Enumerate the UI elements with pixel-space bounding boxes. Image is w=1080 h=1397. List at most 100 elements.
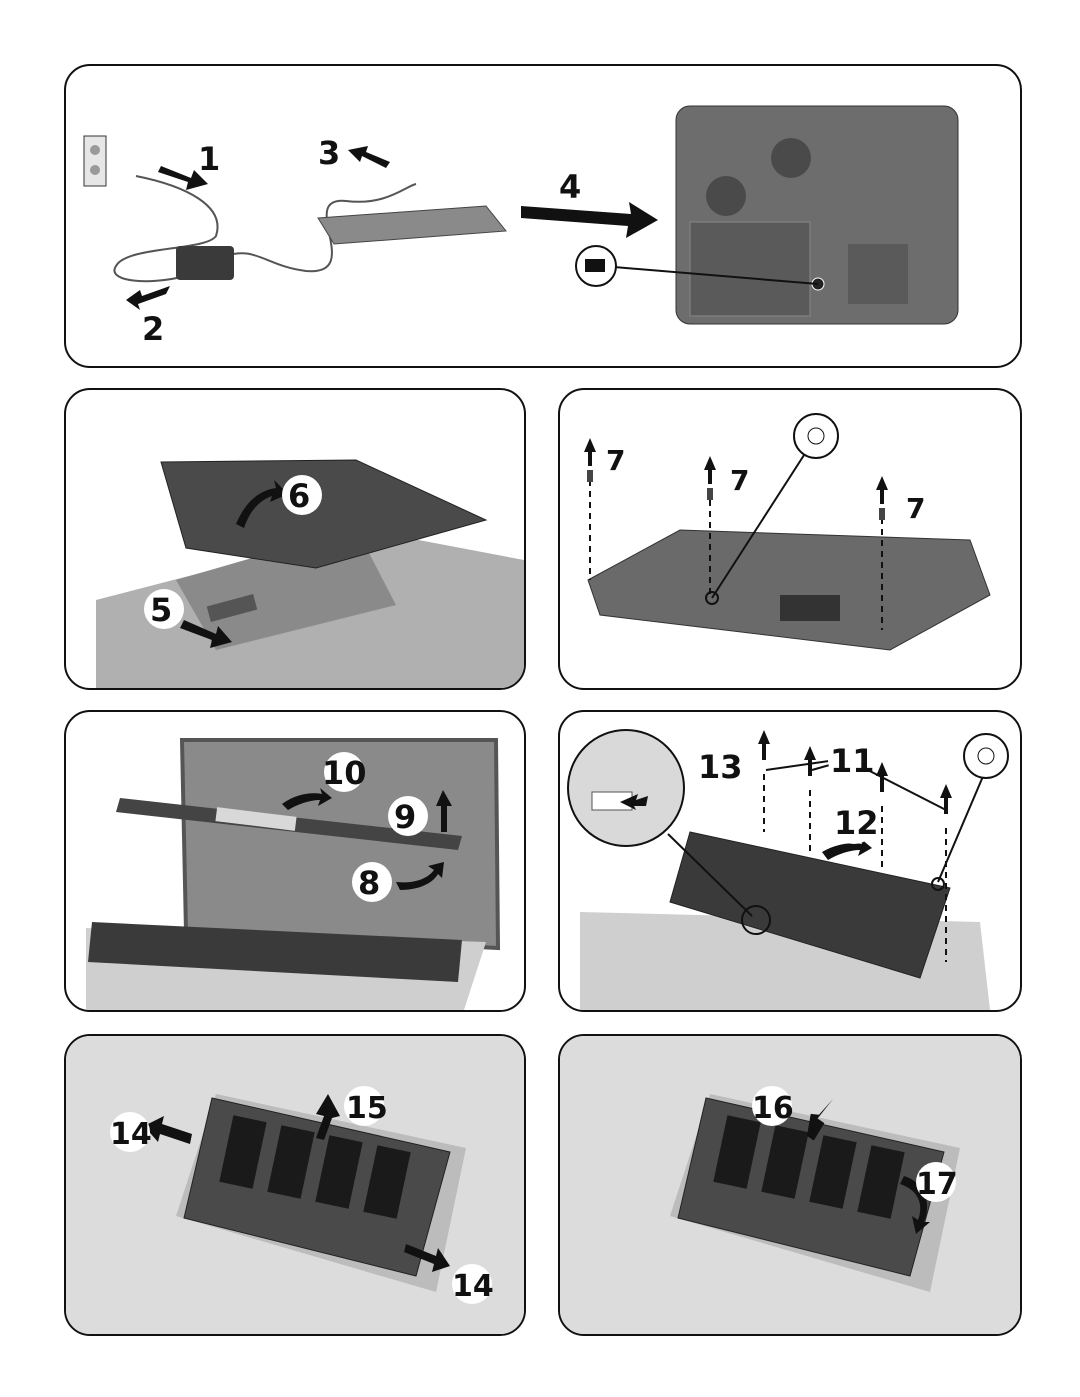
memory-chip <box>315 1135 363 1209</box>
memory-chip <box>809 1135 857 1209</box>
arrow-icon <box>180 620 232 648</box>
vent-grille <box>780 595 840 621</box>
step-label: 10 <box>322 754 367 792</box>
arrow-up-icon <box>876 476 888 504</box>
step-badge <box>452 1264 492 1304</box>
memory-chip <box>363 1145 411 1219</box>
step-badge <box>344 1086 384 1126</box>
keyboard <box>88 922 462 982</box>
panel-remove-battery: 5 6 <box>64 388 526 690</box>
phillips-head-icon <box>807 427 825 445</box>
panel-power-and-battery: 1 2 3 4 <box>64 64 1022 368</box>
step-label: 2 <box>142 310 164 348</box>
step-badge <box>110 1112 150 1152</box>
battery-labels: 5 6 <box>150 477 310 629</box>
memory-chip <box>857 1145 905 1219</box>
panel-power-labels: 1 2 3 4 <box>142 134 581 348</box>
outlet-socket-icon <box>90 145 100 155</box>
step-label: 15 <box>346 1091 388 1126</box>
step-label: 13 <box>698 748 743 786</box>
callout-line <box>667 833 753 917</box>
memory-chip <box>219 1115 267 1189</box>
keyboard-illustration <box>567 729 1009 1010</box>
arrow-up-icon <box>316 1094 340 1140</box>
panel-remove-keyboard: 11 12 13 <box>558 710 1022 1012</box>
connector-location-marker <box>741 905 771 935</box>
arrow-icon <box>158 166 208 190</box>
step-badge <box>324 752 364 792</box>
arrow-icon <box>620 794 648 810</box>
screw-location-marker <box>931 877 945 891</box>
panel-remove-switch-cover: 8 9 10 <box>64 710 526 1012</box>
step-label: 3 <box>318 134 340 172</box>
switch-cover-labels: 8 9 10 <box>322 754 416 902</box>
arrow-up-icon <box>940 784 952 814</box>
step-label: 5 <box>150 591 172 629</box>
step-badge <box>694 746 744 786</box>
memory-remove-illustration <box>66 1036 524 1334</box>
memory-cover <box>848 244 908 304</box>
arrow-icon <box>126 286 170 310</box>
step-badge <box>828 738 872 782</box>
callout-line <box>613 266 819 285</box>
connector-detail-view <box>567 729 685 847</box>
memory-remove-labels: 14 15 14 <box>110 1091 494 1304</box>
memory-chip <box>713 1115 761 1189</box>
step-label: 7 <box>606 444 625 477</box>
battery-pack <box>160 459 488 569</box>
step-label: 11 <box>830 742 875 780</box>
phillips-head-icon <box>977 747 995 765</box>
arrow-icon <box>348 146 390 168</box>
step-label: 7 <box>730 464 749 497</box>
screw-location-marker <box>705 591 719 605</box>
callout-line <box>859 765 947 811</box>
phillips-screwdriver-icon <box>963 733 1009 779</box>
step-label: 8 <box>358 864 380 902</box>
screw-icon <box>707 488 713 500</box>
callout-line <box>765 759 837 771</box>
arrow-left-icon <box>144 1116 192 1144</box>
arrow-down-icon <box>806 1098 834 1141</box>
step-badge <box>832 800 876 844</box>
display-panel <box>179 738 501 951</box>
laptop-rear-view <box>587 529 991 651</box>
step-badge <box>388 796 428 836</box>
battery-release-latch <box>206 594 258 622</box>
phillips-screwdriver-icon <box>793 413 839 459</box>
wall-outlet-icon <box>83 135 107 187</box>
memory-chip <box>761 1125 809 1199</box>
arrow-up-icon <box>804 746 816 776</box>
curved-arrow-icon <box>236 480 288 528</box>
vent-grille <box>706 176 746 216</box>
screw-icon <box>879 508 885 520</box>
screws-illustration <box>584 413 991 651</box>
callout-line <box>711 451 807 599</box>
dc-cord <box>225 183 417 273</box>
screw-icon <box>587 470 593 482</box>
arrow-up-icon <box>704 456 716 484</box>
keyboard <box>669 831 951 979</box>
laptop-closed <box>317 205 507 245</box>
panel-remove-memory-module: 14 15 14 <box>64 1034 526 1336</box>
step-label: 14 <box>110 1117 152 1152</box>
step-badge <box>352 862 392 902</box>
step-label: 7 <box>906 492 925 525</box>
memory-install-illustration <box>560 1036 1020 1334</box>
outlet-socket-icon <box>90 165 100 175</box>
arrow-up-icon <box>584 438 596 466</box>
battery-illustration <box>96 459 524 688</box>
step-badge <box>282 475 322 515</box>
curved-arrow-icon <box>282 788 332 810</box>
panel-install-memory-module: 16 17 <box>558 1034 1022 1336</box>
switch-cover-highlight <box>215 807 297 831</box>
step-label: 17 <box>916 1167 958 1202</box>
step-label: 16 <box>752 1091 794 1126</box>
step-label: 12 <box>834 804 879 842</box>
arrow-up-icon <box>758 730 770 760</box>
keyboard-labels: 11 12 13 <box>698 742 879 842</box>
ac-adapter <box>176 246 234 280</box>
step-label: 14 <box>452 1269 494 1304</box>
step-label: 9 <box>394 798 416 836</box>
step-badge <box>916 1162 956 1202</box>
big-arrow-icon <box>521 202 658 238</box>
